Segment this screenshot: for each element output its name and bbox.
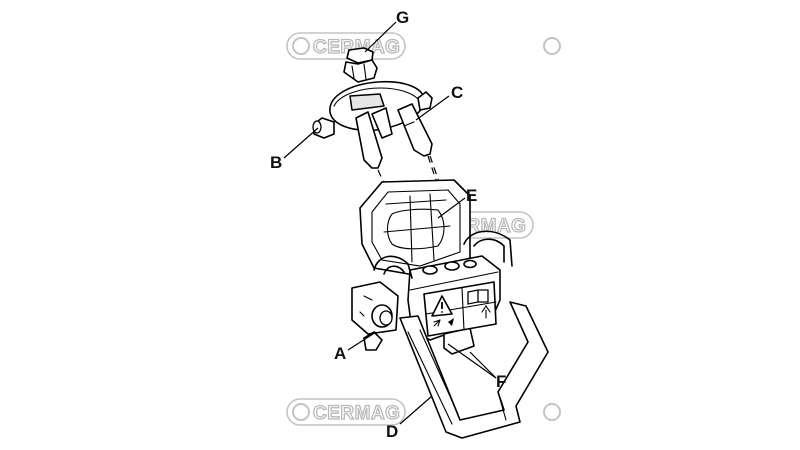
callout-g: G — [396, 8, 409, 27]
callout-a: A — [334, 344, 346, 363]
safety-label-panel — [423, 281, 497, 337]
callout-e: E — [466, 186, 477, 205]
rotate-arrows-icon — [433, 318, 454, 327]
watermark-top: CERMAG — [286, 32, 406, 60]
watermark-right-edge-bottom — [543, 403, 561, 421]
upper-tool-assembly — [312, 47, 471, 271]
manual-book-icon — [467, 289, 489, 305]
watermark-bottom: CERMAG — [286, 398, 406, 426]
leader-lines — [283, 21, 497, 425]
callout-d: D — [386, 422, 398, 441]
handle — [399, 301, 549, 439]
watermark-text: CERMAG — [313, 403, 400, 424]
up-arrow-icon — [481, 305, 491, 319]
callout-f: F — [496, 372, 506, 391]
callout-c: C — [451, 83, 463, 102]
watermark-text: CERMAG — [313, 37, 400, 58]
callout-b: B — [270, 153, 282, 172]
watermark-right-edge — [543, 37, 561, 55]
warning-triangle-icon — [431, 295, 453, 317]
